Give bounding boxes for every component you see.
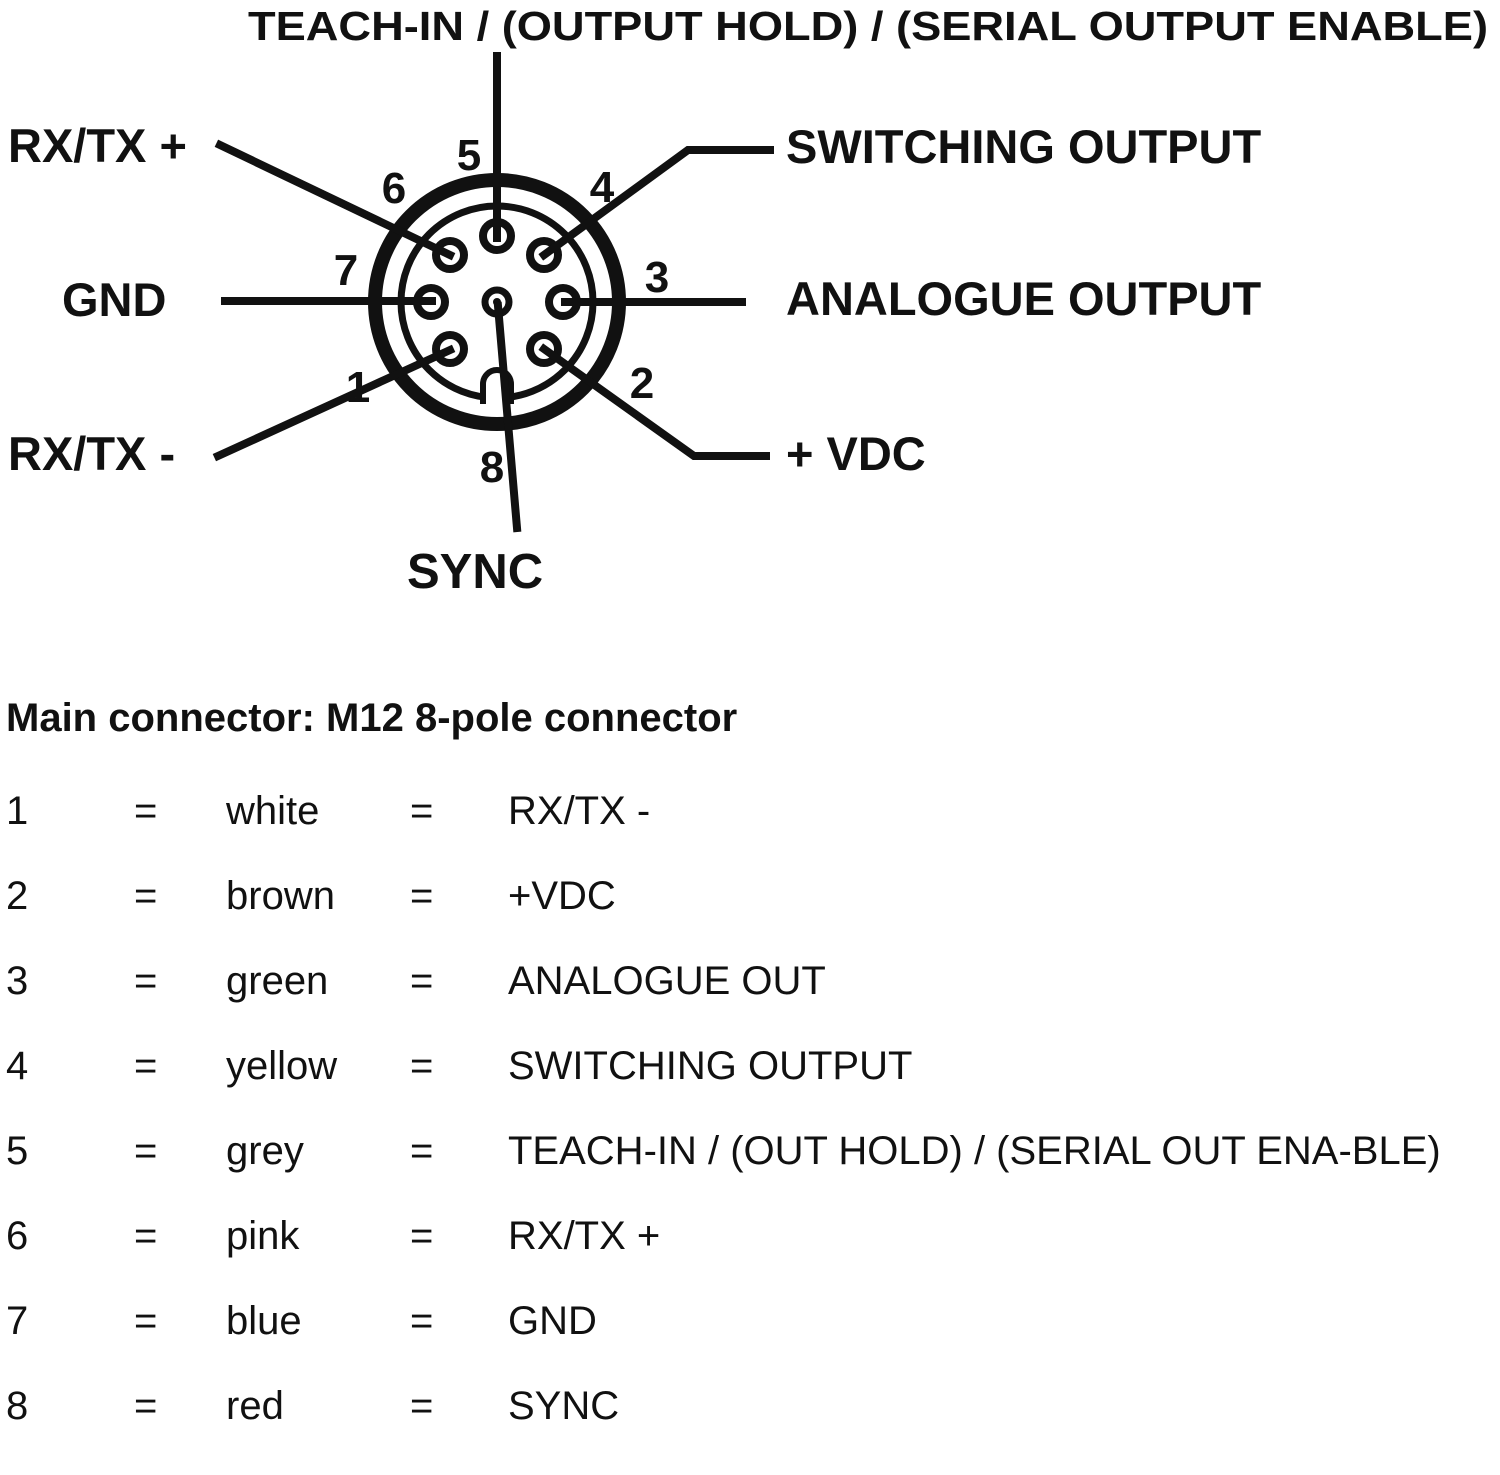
pin-number-cell: 1 [6,789,29,833]
teach-in-label: TEACH-IN / (OUTPUT HOLD) / (SERIAL OUTPU… [248,3,1488,49]
table-row: 7 = blue = GND [6,1295,1490,1347]
wire-color-cell: green [226,959,329,1003]
sync-label: SYNC [407,545,543,599]
pin-number-2: 2 [630,359,654,408]
pin-number-cell: 2 [6,874,29,918]
equals-sign: = [134,1214,158,1258]
signal-cell: SYNC [508,1384,620,1428]
connector-diagram: 1 2 3 4 5 6 7 8 TEACH-IN / (OUTPUT HOLD)… [8,3,1488,599]
rxtx-minus-label: RX/TX - [8,427,175,480]
pin-number-1: 1 [346,363,370,412]
pin-number-6: 6 [382,164,406,213]
pin-number-4: 4 [590,163,615,212]
equals-sign: = [410,789,434,833]
table-row: 5 = grey = TEACH-IN / (OUT HOLD) / (SERI… [6,1125,1490,1177]
signal-cell: RX/TX + [508,1214,661,1258]
wire-color-cell: grey [226,1129,304,1173]
signal-cell: GND [508,1299,597,1343]
signal-cell: +VDC [508,874,616,918]
analogue-output-label: ANALOGUE OUTPUT [786,272,1262,325]
wire-color-cell: pink [226,1214,300,1258]
pin-number-5: 5 [457,131,481,180]
equals-sign: = [134,874,158,918]
equals-sign: = [410,1044,434,1088]
pin-number-7: 7 [334,246,358,295]
equals-sign: = [410,1129,434,1173]
equals-sign: = [410,959,434,1003]
pin-number-cell: 3 [6,959,29,1003]
table-row: 8 = red = SYNC [6,1380,1490,1432]
pin-number-cell: 8 [6,1384,29,1428]
gnd-label: GND [62,273,166,326]
wire-color-cell: blue [226,1299,302,1343]
equals-sign: = [134,1129,158,1173]
pin-number-cell: 7 [6,1299,29,1343]
pin-number-cell: 4 [6,1044,29,1088]
leader-pin8 [493,301,522,533]
equals-sign: = [134,1044,158,1088]
table-title: Main connector: M12 8-pole connector [6,696,738,740]
table-row: 6 = pink = RX/TX + [6,1210,1490,1262]
wire-color-cell: yellow [226,1044,338,1088]
table-row: 3 = green = ANALOGUE OUT [6,955,1490,1007]
equals-sign: = [134,1299,158,1343]
pinout-table: Main connector: M12 8-pole connector 1 =… [0,647,1500,1432]
leader-pin4 [538,146,774,261]
equals-sign: = [134,1384,158,1428]
leader-pin1 [212,344,456,462]
signal-cell: RX/TX - [508,789,651,833]
wire-color-cell: white [226,789,320,833]
equals-sign: = [410,1214,434,1258]
table-row: 4 = yellow = SWITCHING OUTPUT [6,1040,1490,1092]
table-row: 1 = white = RX/TX - [6,785,1490,837]
pin-number-cell: 6 [6,1214,29,1258]
rxtx-plus-label: RX/TX + [8,119,187,172]
table-row: 2 = brown = +VDC [6,870,1490,922]
signal-cell: TEACH-IN / (OUT HOLD) / (SERIAL OUT ENA-… [508,1129,1441,1173]
equals-sign: = [134,789,158,833]
leader-pin6 [214,139,456,261]
pin-number-8: 8 [480,443,504,492]
signal-cell: ANALOGUE OUT [508,959,826,1003]
signal-cell: SWITCHING OUTPUT [508,1044,913,1088]
wire-color-cell: brown [226,874,335,918]
equals-sign: = [410,874,434,918]
switching-output-label: SWITCHING OUTPUT [786,120,1261,173]
equals-sign: = [134,959,158,1003]
pin-number-cell: 5 [6,1129,29,1173]
leader-pin2 [538,343,770,460]
equals-sign: = [410,1384,434,1428]
pin-number-3: 3 [645,253,669,302]
equals-sign: = [410,1299,434,1343]
vdc-label: + VDC [786,427,926,480]
wire-color-cell: red [226,1384,284,1428]
